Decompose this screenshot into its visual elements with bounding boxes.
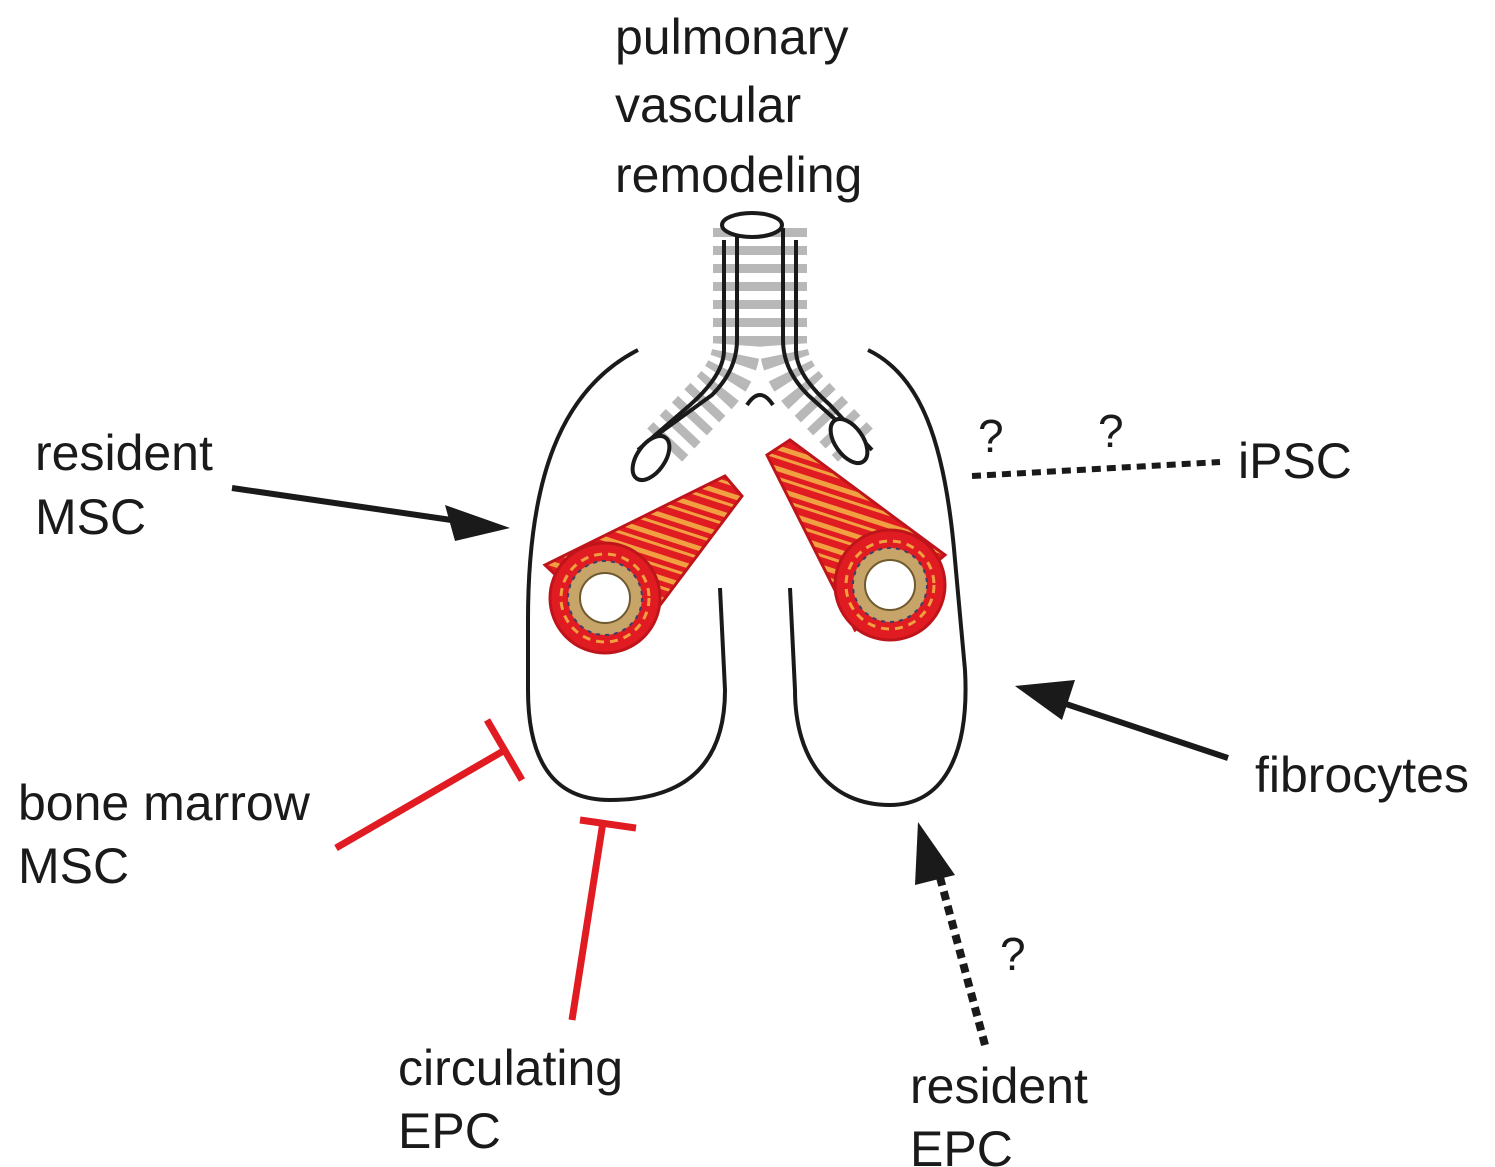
resident-epc-arrow xyxy=(915,822,985,1045)
resident-msc-arrow xyxy=(232,488,510,541)
resident-epc-label-1: resident xyxy=(910,1058,1088,1114)
ipsc-question-1: ? xyxy=(978,410,1004,462)
title-line-3: remodeling xyxy=(615,147,862,203)
resident-epc-question: ? xyxy=(1000,928,1026,980)
resident-msc-label-2: MSC xyxy=(35,489,146,545)
circulating-epc-label-1: circulating xyxy=(398,1040,623,1096)
ipsc-label: iPSC xyxy=(1238,433,1352,489)
blood-vessel-icon xyxy=(545,476,742,653)
blood-vessel-icon xyxy=(767,440,945,640)
bone-marrow-msc-inhibition xyxy=(336,720,522,848)
bone-marrow-msc-label-2: MSC xyxy=(18,838,129,894)
title-line-2: vascular xyxy=(615,77,801,133)
resident-epc-label-2: EPC xyxy=(910,1121,1013,1167)
bone-marrow-msc-label-1: bone marrow xyxy=(18,775,311,831)
trachea-icon xyxy=(625,213,875,487)
fibrocytes-arrow xyxy=(1015,680,1228,758)
title-line-1: pulmonary xyxy=(615,9,848,65)
circulating-epc-inhibition xyxy=(572,820,636,1020)
resident-msc-label-1: resident xyxy=(35,425,213,481)
ipsc-question-2: ? xyxy=(1098,405,1124,457)
ipsc-dotted-link xyxy=(972,462,1220,476)
circulating-epc-label-2: EPC xyxy=(398,1103,501,1159)
fibrocytes-label: fibrocytes xyxy=(1255,747,1469,803)
title: pulmonary vascular remodeling xyxy=(615,9,862,203)
